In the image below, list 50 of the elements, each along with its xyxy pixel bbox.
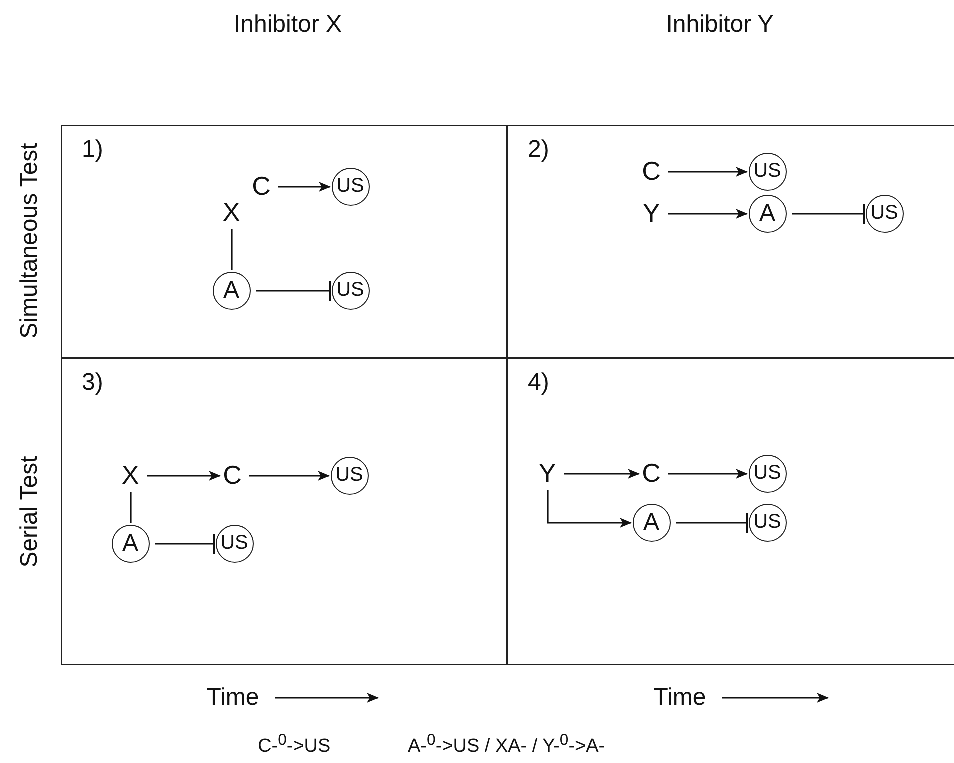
inhibition-line <box>676 512 748 534</box>
circled-node: US <box>330 456 368 494</box>
circled-node: US <box>748 152 786 190</box>
inhibition-line <box>256 280 331 302</box>
stimulus-letter: C <box>640 158 662 186</box>
stimulus-letter: Y <box>536 460 558 488</box>
stimulus-letter: Y <box>640 200 662 228</box>
circled-node: US <box>332 168 370 206</box>
stimulus-letter: X <box>120 462 142 490</box>
circled-node: US <box>748 454 786 492</box>
circled-node: A <box>112 524 150 562</box>
arrow <box>547 490 632 528</box>
arrow <box>249 471 330 481</box>
arrow <box>668 209 748 219</box>
circled-node: A <box>632 504 670 542</box>
row-heading: Serial Test <box>16 456 44 568</box>
row-heading: Simultaneous Test <box>16 143 44 339</box>
arrow <box>668 469 748 479</box>
circled-node: A <box>748 194 786 232</box>
arrow <box>564 469 640 479</box>
panel-number: 2) <box>528 136 550 164</box>
connector-line <box>130 492 132 523</box>
stimulus-letter: C <box>640 460 662 488</box>
stimulus-letter: C <box>250 172 272 200</box>
inhibition-line <box>155 533 215 555</box>
panel-number: 3) <box>82 369 104 397</box>
stimulus-letter: X <box>220 198 242 226</box>
caption-text: A-$^{0}$->US / XA- / Y-$^{0}$->A- <box>408 732 606 758</box>
circled-node: US <box>748 504 786 542</box>
panel <box>61 125 507 358</box>
panel <box>61 358 507 665</box>
circled-node: US <box>332 272 370 310</box>
stimulus-letter: C <box>222 462 244 490</box>
panel <box>507 125 954 358</box>
caption-text: C-$^{0}$->US <box>258 732 331 758</box>
arrow <box>147 471 221 481</box>
arrow <box>668 167 748 177</box>
axis-label: Time <box>206 684 260 712</box>
column-heading: Inhibitor Y <box>666 11 774 39</box>
column-heading: Inhibitor X <box>234 11 342 39</box>
connector-line <box>231 229 233 270</box>
circled-node: A <box>212 272 250 310</box>
circled-node: US <box>216 524 254 562</box>
panel <box>507 358 954 665</box>
inhibition-line <box>792 203 865 225</box>
arrow <box>278 182 331 192</box>
panel-number: 1) <box>82 136 104 164</box>
circled-node: US <box>866 194 904 232</box>
panel-number: 4) <box>528 369 550 397</box>
axis-label: Time <box>654 684 706 712</box>
